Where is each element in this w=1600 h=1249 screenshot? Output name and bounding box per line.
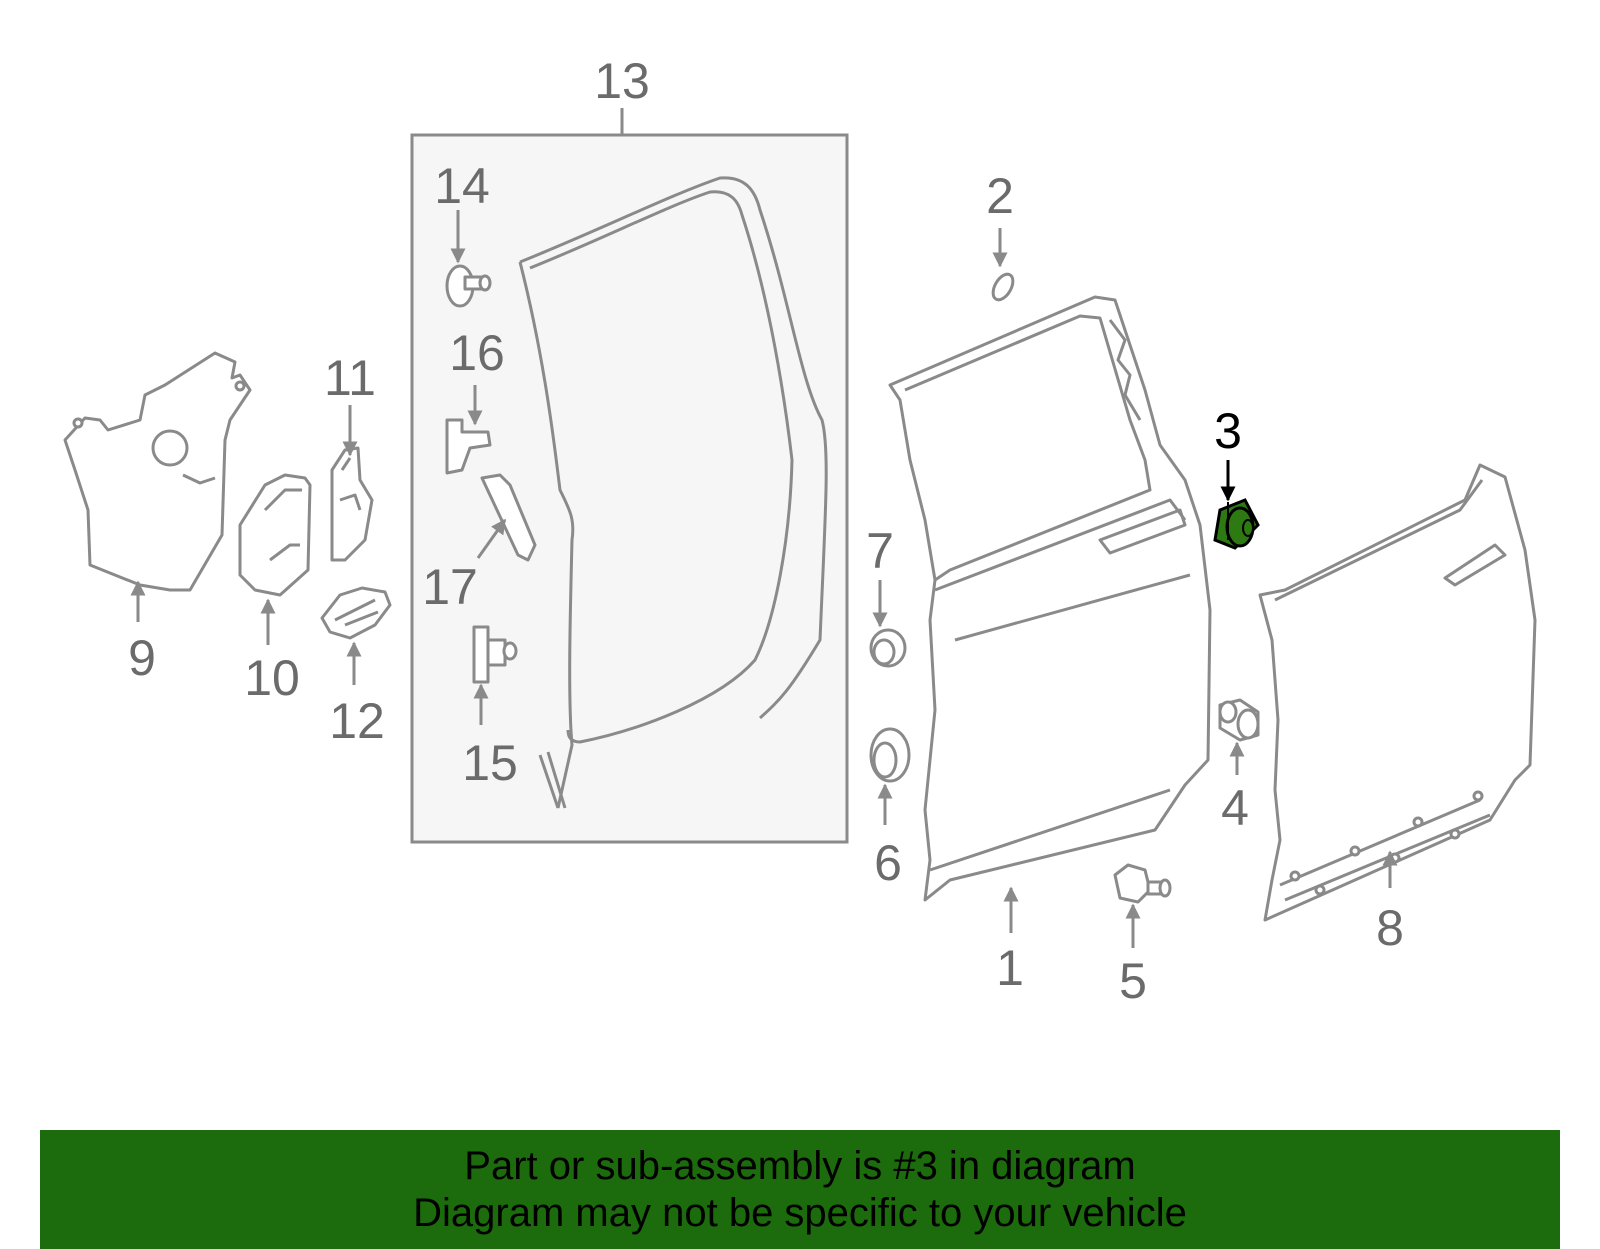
callout-15: 15 — [462, 735, 518, 791]
callout-9: 9 — [128, 630, 156, 686]
bracket-10[interactable] — [238, 473, 312, 597]
callout-3: 3 — [1214, 403, 1242, 459]
callout-7: 7 — [866, 523, 894, 579]
callout-17: 17 — [422, 559, 478, 615]
clip-14[interactable] — [445, 264, 492, 308]
callout-8: 8 — [1376, 900, 1404, 956]
bolt-5[interactable] — [1113, 863, 1172, 904]
callout-2: 2 — [986, 168, 1014, 224]
callout-10: 10 — [244, 650, 300, 706]
callout-13: 13 — [594, 53, 650, 109]
callout-5: 5 — [1119, 953, 1147, 1009]
bushing-3-highlighted[interactable] — [1213, 498, 1260, 550]
callout-16: 16 — [449, 325, 505, 381]
parts-diagram: 13 14 16 17 15 9 10 11 12 2 3 7 6 4 1 5 … — [63, 53, 1537, 1009]
banner-line-1: Part or sub-assembly is #3 in diagram — [464, 1143, 1136, 1188]
grommet-7[interactable] — [869, 628, 907, 668]
clip-16[interactable] — [445, 418, 492, 475]
latch-plate-11[interactable] — [330, 446, 374, 562]
callout-12: 12 — [329, 693, 385, 749]
info-banner: Part or sub-assembly is #3 in diagram Di… — [40, 1130, 1560, 1249]
callout-11: 11 — [324, 350, 376, 406]
plug-6[interactable] — [869, 727, 911, 783]
callout-14: 14 — [434, 158, 490, 214]
outer-panel-8[interactable] — [1258, 463, 1537, 922]
bumper-4[interactable] — [1218, 698, 1260, 742]
weatherstrip-13[interactable] — [518, 176, 828, 809]
strip-17[interactable] — [480, 473, 537, 562]
door-shell-1[interactable] — [888, 295, 1212, 902]
fastener-15[interactable] — [472, 625, 518, 684]
callout-labels: 13 14 16 17 15 9 10 11 12 2 3 7 6 4 1 5 … — [128, 53, 1404, 1009]
leader-lines — [130, 210, 1398, 948]
panel-9[interactable] — [63, 351, 252, 592]
guide-12[interactable] — [320, 586, 392, 640]
callout-6: 6 — [874, 835, 902, 891]
clip-2[interactable] — [989, 271, 1017, 303]
callout-1: 1 — [996, 940, 1024, 996]
banner-line-2: Diagram may not be specific to your vehi… — [413, 1190, 1187, 1235]
subassembly-box-13 — [410, 108, 849, 844]
callout-4: 4 — [1221, 780, 1249, 836]
